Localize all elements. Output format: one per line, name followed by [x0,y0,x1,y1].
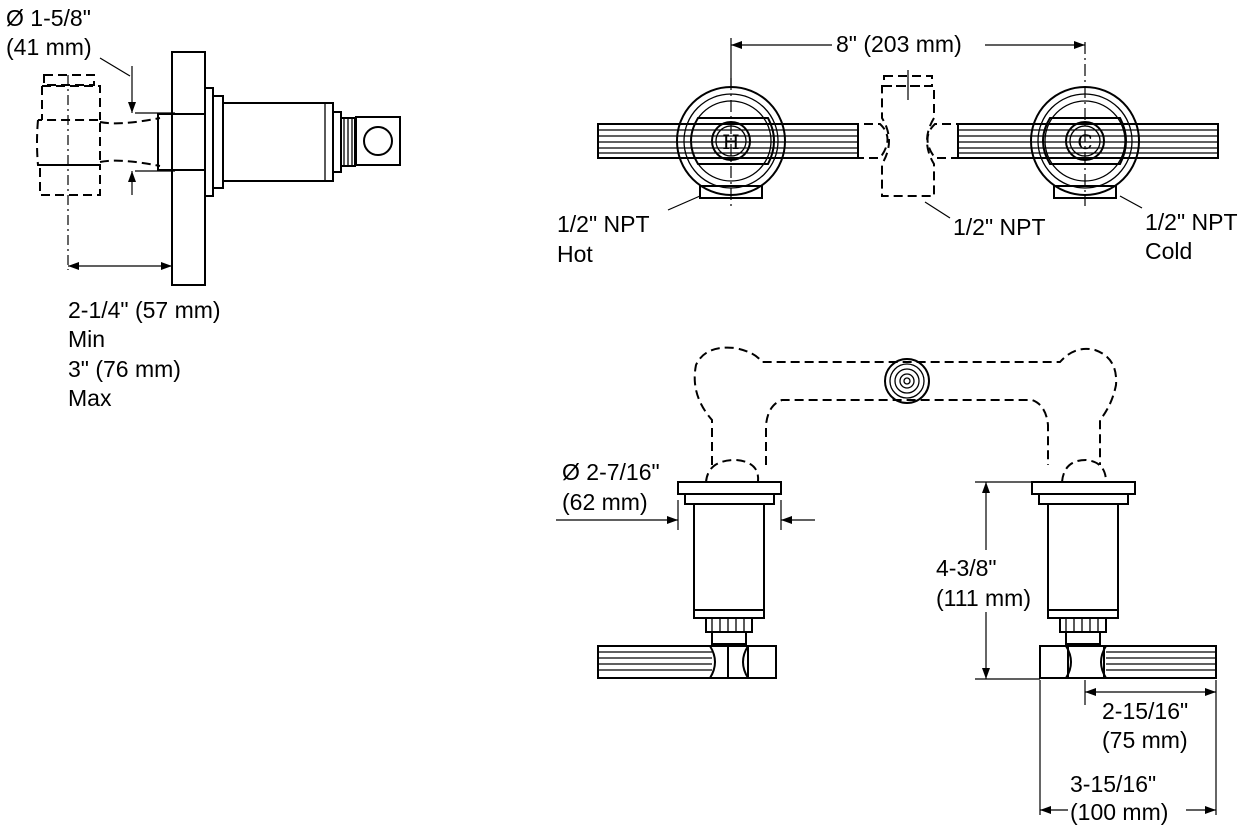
hot-npt-label: 1/2" NPT [557,211,650,237]
depth-min-label: 2-1/4" (57 mm) [68,297,221,323]
handle-offset-metric: (75 mm) [1102,727,1188,753]
cold-handle-letter: C [1077,130,1092,154]
handle-length-label: 3-15/16" [1070,771,1157,797]
cold-word: Cold [1145,238,1193,264]
height-label: 4-3/8" [936,555,997,581]
height-metric: (111 mm) [936,585,1031,611]
hot-valve-front [597,481,782,679]
depth-max-label: 3" (76 mm) [68,356,181,382]
bridge-body [693,346,1118,483]
wall-section [171,51,206,286]
flange-diameter-label: Ø 2-7/16" [562,459,660,485]
front-dimensions [556,481,1217,815]
spread-label: 8" (203 mm) [836,31,962,57]
hot-handle-letter: H [722,130,739,154]
front-view [556,346,1217,815]
side-diameter-label: Ø 1-5/8" [6,5,91,31]
rough-valve-body [36,74,161,270]
hot-valve-top [597,78,859,206]
side-diameter-metric: (41 mm) [6,34,92,60]
cold-valve-front [1031,481,1217,679]
hot-word: Hot [557,241,593,267]
side-view [36,51,401,286]
spread-dimension [667,38,1143,219]
handle-offset-label: 2-15/16" [1102,698,1189,724]
cold-npt-label: 1/2" NPT [1145,209,1238,235]
depth-max-word: Max [68,385,112,411]
center-npt-label: 1/2" NPT [953,214,1046,240]
handle-length-metric: (100 mm) [1070,799,1169,825]
side-dimensions [68,57,175,270]
cold-valve-top [957,42,1219,206]
depth-min-word: Min [68,326,106,352]
trim-body [157,87,401,197]
connecting-pipe [780,70,1035,197]
top-view: H C [597,38,1219,219]
flange-diameter-metric: (62 mm) [562,489,648,515]
